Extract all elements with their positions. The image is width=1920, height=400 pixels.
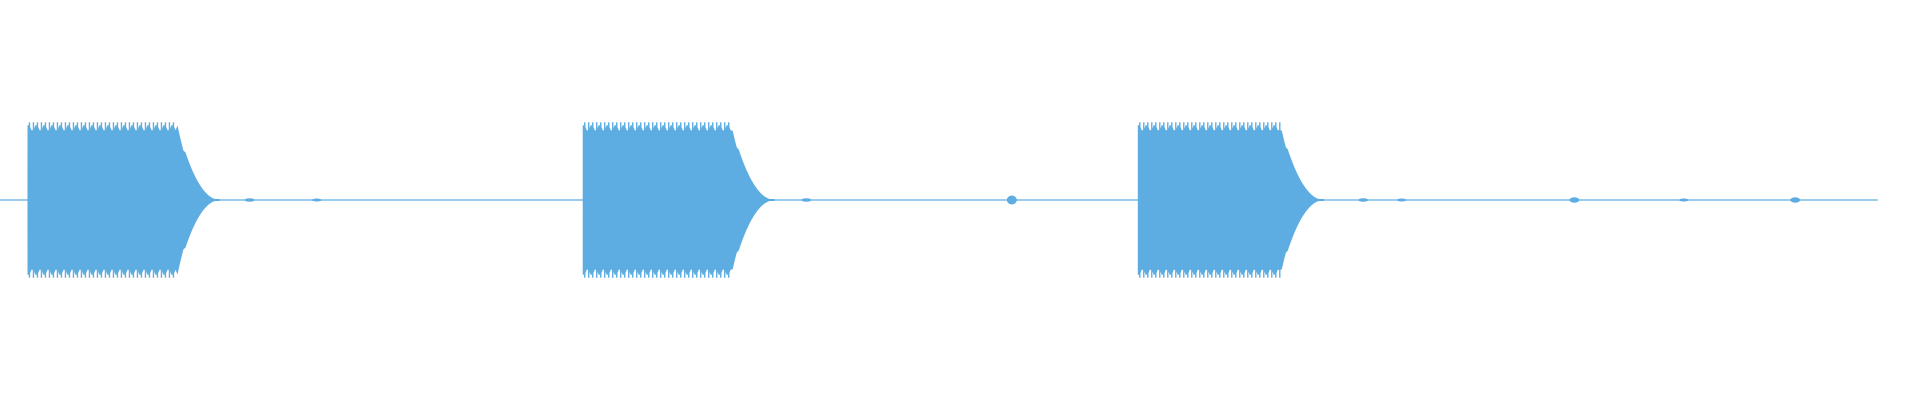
waveform-noise-blip — [244, 198, 255, 202]
waveform-burst — [27, 122, 220, 278]
waveform-noise-blip — [1358, 198, 1369, 202]
waveform-burst-envelope — [27, 125, 220, 275]
waveform-noise-blip — [1006, 195, 1017, 205]
waveform-burst-envelope — [1137, 125, 1324, 275]
waveform-noise-blip — [801, 198, 812, 202]
waveform-burst — [582, 122, 775, 278]
waveform-burst — [1137, 122, 1324, 278]
waveform-noise-blip — [1569, 197, 1580, 203]
waveform-noise-blip — [1678, 198, 1689, 202]
waveform-burst-envelope — [582, 125, 775, 275]
waveform-noise-blip — [1790, 197, 1801, 203]
waveform-noise-blip — [1396, 198, 1407, 202]
waveform-noise-blip — [311, 198, 322, 202]
